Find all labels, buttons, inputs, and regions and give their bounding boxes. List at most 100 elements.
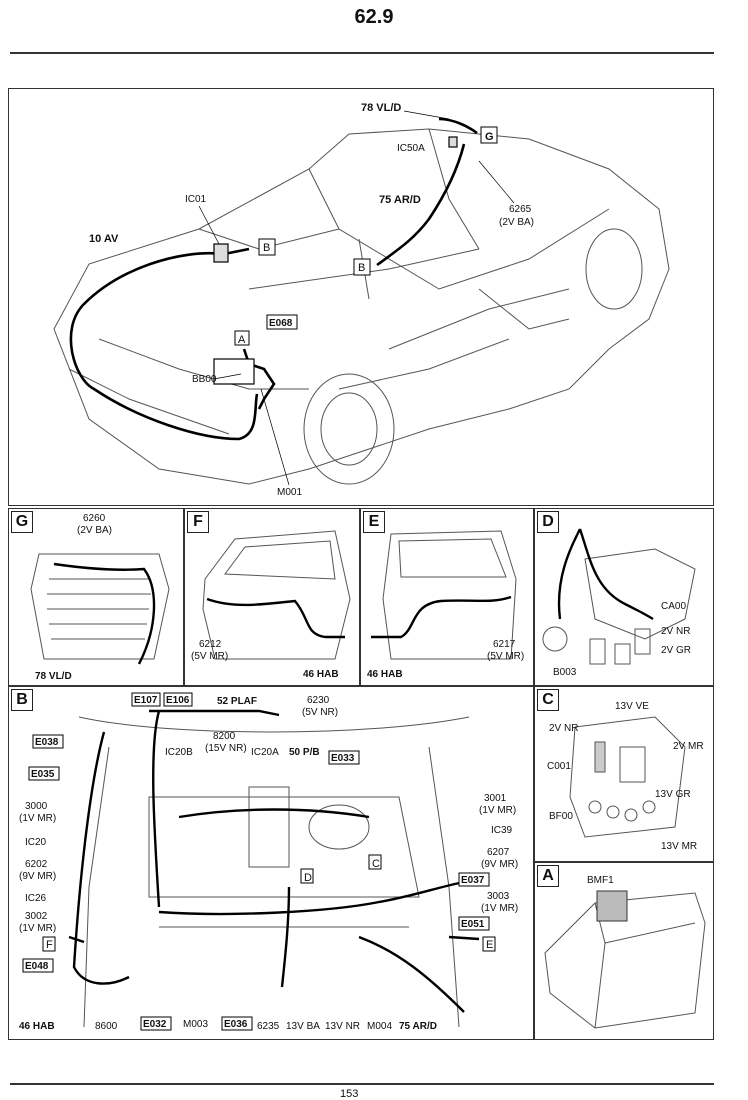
b-13vnr: 13V NR bbox=[325, 1021, 360, 1032]
panel-c: C 13V VE 2V NR 2V MR C001 13V GR BF00 13… bbox=[534, 686, 714, 862]
b-e037: E037 bbox=[461, 875, 485, 886]
rear-door-right-drawing: 46 HAB 6217 (5V MR) bbox=[367, 530, 524, 680]
e-6217: 6217 bbox=[493, 639, 516, 650]
b-e033: E033 bbox=[331, 753, 355, 764]
relay-box-drawing: BMF1 bbox=[544, 875, 706, 1029]
rear-door-left-drawing: 6212 (5V MR) 46 HAB bbox=[191, 530, 351, 680]
panel-e-letter: E bbox=[363, 511, 385, 533]
b-ic20b: IC20B bbox=[165, 747, 193, 758]
panel-d-letter: D bbox=[537, 511, 559, 533]
b-6230: 6230 bbox=[307, 695, 330, 706]
car-harness-drawing: 78 VL/D G IC50A 6265 (2V BA) 75 AR/D B B… bbox=[53, 102, 670, 498]
b-e036: E036 bbox=[224, 1019, 248, 1030]
steering-column-drawing: CA00 2V NR 2V GR B003 bbox=[542, 528, 696, 678]
label-78vld: 78 VL/D bbox=[361, 102, 401, 114]
panel-b: B E107 E106 52 PLAF 623 bbox=[8, 686, 534, 1040]
label-6265: 6265 bbox=[509, 204, 532, 215]
panel-f: F 6212 (5V MR) 46 HAB bbox=[184, 508, 360, 686]
c-2vmr: 2V MR bbox=[673, 741, 704, 752]
c-2vnr: 2V NR bbox=[549, 723, 578, 734]
b-c: C bbox=[372, 858, 380, 870]
panel-e: E 46 HAB 6217 (5V MR) bbox=[360, 508, 534, 686]
ic01-connector bbox=[213, 243, 229, 263]
b-3003: 3003 bbox=[487, 891, 510, 902]
f-46hab: 46 HAB bbox=[303, 669, 339, 680]
b-8200: 8200 bbox=[213, 731, 236, 742]
panel-f-letter: F bbox=[187, 511, 209, 533]
b-d: D bbox=[304, 872, 312, 884]
bottom-rule bbox=[10, 1083, 714, 1085]
c-c001: C001 bbox=[547, 761, 571, 772]
b-ic26: IC26 bbox=[25, 893, 47, 904]
label-g: G bbox=[485, 131, 494, 143]
b-e032: E032 bbox=[143, 1019, 167, 1030]
label-m001: M001 bbox=[277, 487, 302, 498]
b-m003: M003 bbox=[183, 1019, 208, 1030]
b-e051: E051 bbox=[461, 919, 485, 930]
d-2vgr: 2V GR bbox=[661, 645, 691, 656]
f-6212: 6212 bbox=[199, 639, 222, 650]
b-6207: 6207 bbox=[487, 847, 510, 858]
label-10av: 10 AV bbox=[89, 233, 119, 245]
b-3002-b: (1V MR) bbox=[19, 923, 56, 934]
b-3000: 3000 bbox=[25, 801, 48, 812]
b-46hab: 46 HAB bbox=[19, 1021, 55, 1032]
b-e107: E107 bbox=[134, 695, 158, 706]
g-6260-b: (2V BA) bbox=[77, 525, 112, 536]
panel-a: A BMF1 bbox=[534, 862, 714, 1040]
b-6202: 6202 bbox=[25, 859, 48, 870]
b-13vba: 13V BA bbox=[286, 1021, 320, 1032]
b-f: F bbox=[46, 939, 53, 951]
b-m004: M004 bbox=[367, 1021, 392, 1032]
label-75ard: 75 AR/D bbox=[379, 194, 421, 206]
label-b1: B bbox=[263, 242, 270, 254]
label-6265-b: (2V BA) bbox=[499, 217, 534, 228]
b-ic20: IC20 bbox=[25, 837, 47, 848]
panel-d: D CA00 2V NR 2V GR B003 bbox=[534, 508, 714, 686]
label-e068: E068 bbox=[269, 318, 293, 329]
b-6235: 6235 bbox=[257, 1021, 280, 1032]
e-6217-b: (5V MR) bbox=[487, 651, 524, 662]
b-50pb: 50 P/B bbox=[289, 747, 320, 758]
b-e035: E035 bbox=[31, 769, 55, 780]
label-a: A bbox=[238, 334, 246, 346]
footer-number: 153 bbox=[340, 1088, 359, 1100]
panel-b-letter: B bbox=[11, 689, 33, 711]
b-75ard: 75 AR/D bbox=[399, 1021, 437, 1032]
c-13vgr: 13V GR bbox=[655, 789, 691, 800]
cabin-harness-drawing: E107 E106 52 PLAF 6230 (5V NR) E038 IC20… bbox=[19, 692, 518, 1032]
b-52plaf: 52 PLAF bbox=[217, 696, 257, 707]
b-3003-b: (1V MR) bbox=[481, 903, 518, 914]
b-3002: 3002 bbox=[25, 911, 48, 922]
b-6230-b: (5V NR) bbox=[302, 707, 338, 718]
panel-c-letter: C bbox=[537, 689, 559, 711]
panel-g: G 6260 (2V BA) 78 VL/D bbox=[8, 508, 184, 686]
g-6260: 6260 bbox=[83, 513, 106, 524]
b-8200-b: (15V NR) bbox=[205, 743, 247, 754]
label-bb00: BB00 bbox=[192, 374, 217, 385]
label-b2: B bbox=[358, 262, 365, 274]
page-number: 62.9 bbox=[354, 6, 394, 28]
b-e106: E106 bbox=[166, 695, 190, 706]
b-3001: 3001 bbox=[484, 793, 507, 804]
label-ic01: IC01 bbox=[185, 194, 207, 205]
b-ic39: IC39 bbox=[491, 825, 513, 836]
g-78vld: 78 VL/D bbox=[35, 671, 72, 682]
c-13vve: 13V VE bbox=[615, 701, 649, 712]
b-e: E bbox=[486, 939, 493, 951]
b-ic20a: IC20A bbox=[251, 747, 279, 758]
top-rule bbox=[10, 52, 714, 54]
d-ca00: CA00 bbox=[661, 601, 686, 612]
e-46hab: 46 HAB bbox=[367, 669, 403, 680]
d-2vnr: 2V NR bbox=[661, 626, 690, 637]
main-car-panel: 78 VL/D G IC50A 6265 (2V BA) 75 AR/D B B… bbox=[8, 88, 714, 506]
tailgate-drawing: 6260 (2V BA) 78 VL/D bbox=[30, 513, 170, 682]
b-3001-b: (1V MR) bbox=[479, 805, 516, 816]
b-6202-b: (9V MR) bbox=[19, 871, 56, 882]
b-6207-b: (9V MR) bbox=[481, 859, 518, 870]
b-e038: E038 bbox=[35, 737, 59, 748]
panel-a-letter: A bbox=[537, 865, 559, 887]
a-bmf1: BMF1 bbox=[587, 875, 614, 886]
fuse-box-drawing: 13V VE 2V NR 2V MR C001 13V GR BF00 13V … bbox=[547, 701, 704, 852]
b-3000-b: (1V MR) bbox=[19, 813, 56, 824]
